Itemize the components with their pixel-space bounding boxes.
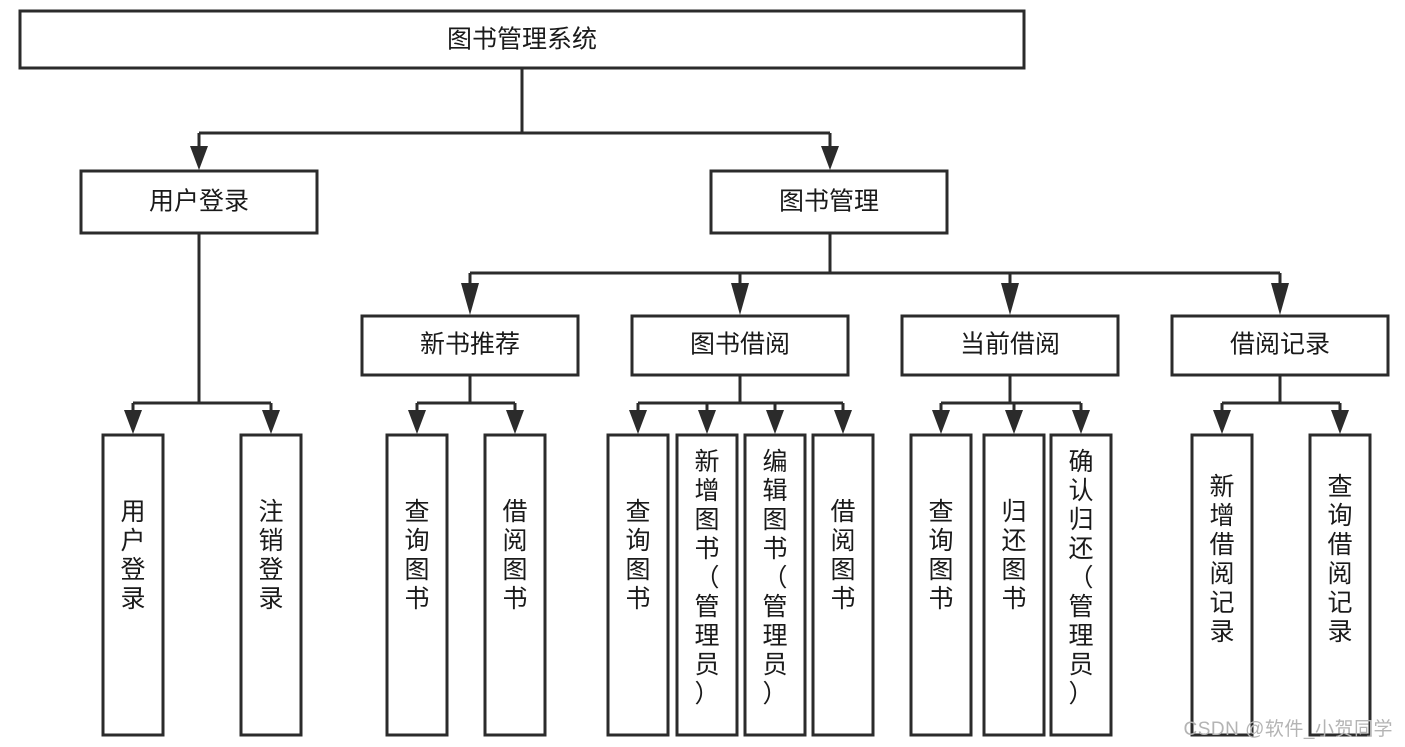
- node-layer: 图书管理系统 用户登录 图书管理 新书推荐 图书借阅 当前: [18, 9, 1390, 737]
- arrow-head-book-borrow: [731, 283, 749, 315]
- node-current-borrow-label: 当前借阅: [960, 331, 1060, 359]
- arrow-head-leaf-add-borrow-record: [1213, 410, 1231, 434]
- node-leaf-query-book-recommend[interactable]: 查询图书: [385, 433, 449, 737]
- node-leaf-query-book-recommend-box[interactable]: [385, 433, 449, 737]
- arrow-head-leaf-query-borrow-record: [1331, 410, 1349, 434]
- node-leaf-borrow-book-recommend-box[interactable]: [483, 433, 547, 737]
- node-leaf-query-book-borrow-label: 查询图书: [625, 498, 650, 613]
- arrow-head-leaf-query-book-current: [932, 410, 950, 434]
- node-leaf-add-borrow-record-box[interactable]: [1190, 433, 1254, 737]
- node-root[interactable]: 图书管理系统: [18, 9, 1026, 70]
- csdn-watermark: CSDN @软件_小贺同学: [1183, 719, 1393, 740]
- node-leaf-query-book-current-label: 查询图书: [928, 498, 953, 613]
- node-leaf-query-borrow-record-label: 查询借阅记录: [1327, 473, 1352, 646]
- arrow-head-leaf-add-book-admin: [698, 410, 716, 434]
- node-leaf-query-book-borrow[interactable]: 查询图书: [606, 433, 670, 737]
- node-leaf-query-book-current-box[interactable]: [909, 433, 973, 737]
- node-book-management-label: 图书管理: [779, 188, 879, 216]
- node-leaf-user-login[interactable]: 用户登录: [101, 433, 165, 737]
- node-leaf-query-book-borrow-box[interactable]: [606, 433, 670, 737]
- node-new-book-recommend[interactable]: 新书推荐: [360, 314, 580, 377]
- node-root-label: 图书管理系统: [447, 26, 597, 54]
- arrow-head-leaf-borrow-book-recommend: [506, 410, 524, 434]
- node-leaf-add-borrow-record-label: 新增借阅记录: [1209, 473, 1234, 646]
- node-current-borrow-box[interactable]: [900, 314, 1120, 377]
- node-leaf-query-book-recommend-label: 查询图书: [404, 498, 429, 613]
- node-borrow-record[interactable]: 借阅记录: [1170, 314, 1390, 377]
- node-leaf-edit-book-admin-box[interactable]: [743, 433, 807, 737]
- connector-layer: [124, 68, 1349, 434]
- node-leaf-confirm-return-admin-label: 确认归还（管理员）: [1068, 448, 1093, 708]
- node-leaf-add-book-admin-label: 新增图书（管理员）: [694, 448, 719, 708]
- node-leaf-logout-box[interactable]: [239, 433, 303, 737]
- node-leaf-borrow-book-label: 借阅图书: [830, 498, 855, 613]
- node-new-book-recommend-label: 新书推荐: [420, 331, 520, 359]
- arrow-head-book-management: [821, 146, 839, 170]
- node-leaf-edit-book-admin-label: 编辑图书（管理员）: [762, 448, 787, 708]
- node-leaf-return-book[interactable]: 归还图书: [982, 433, 1046, 737]
- node-leaf-logout[interactable]: 注销登录: [239, 433, 303, 737]
- node-leaf-add-borrow-record[interactable]: 新增借阅记录: [1190, 433, 1254, 737]
- node-leaf-confirm-return-admin[interactable]: 确认归还（管理员）: [1049, 433, 1113, 737]
- node-leaf-return-book-label: 归还图书: [1001, 498, 1026, 613]
- node-book-management-box[interactable]: [709, 169, 949, 235]
- arrow-head-current-borrow: [1001, 283, 1019, 315]
- node-leaf-borrow-book-box[interactable]: [811, 433, 875, 737]
- node-leaf-logout-label: 注销登录: [258, 498, 283, 613]
- node-leaf-user-login-box[interactable]: [101, 433, 165, 737]
- node-book-management[interactable]: 图书管理: [709, 169, 949, 235]
- node-user-login-box[interactable]: [79, 169, 319, 235]
- node-leaf-borrow-book[interactable]: 借阅图书: [811, 433, 875, 737]
- arrow-head-leaf-confirm-return-admin: [1072, 410, 1090, 434]
- arrow-head-leaf-borrow-book: [834, 410, 852, 434]
- node-leaf-borrow-book-recommend-label: 借阅图书: [502, 498, 527, 613]
- node-leaf-add-book-admin-box[interactable]: [675, 433, 739, 737]
- arrow-head-user-login: [190, 146, 208, 170]
- node-book-borrow-label: 图书借阅: [690, 331, 790, 359]
- node-leaf-user-login-label: 用户登录: [120, 498, 145, 613]
- arrow-head-borrow-record: [1271, 283, 1289, 315]
- node-root-box[interactable]: [18, 9, 1026, 70]
- arrow-head-leaf-return-book: [1005, 410, 1023, 434]
- arrow-head-leaf-query-book-recommend: [408, 410, 426, 434]
- node-leaf-add-book-admin[interactable]: 新增图书（管理员）: [675, 433, 739, 737]
- node-book-borrow[interactable]: 图书借阅: [630, 314, 850, 377]
- arrow-head-leaf-edit-book-admin: [766, 410, 784, 434]
- node-new-book-recommend-box[interactable]: [360, 314, 580, 377]
- node-leaf-query-book-current[interactable]: 查询图书: [909, 433, 973, 737]
- node-leaf-edit-book-admin[interactable]: 编辑图书（管理员）: [743, 433, 807, 737]
- arrow-head-leaf-user-login: [124, 410, 142, 434]
- node-borrow-record-label: 借阅记录: [1230, 331, 1330, 359]
- node-leaf-return-book-box[interactable]: [982, 433, 1046, 737]
- node-book-borrow-box[interactable]: [630, 314, 850, 377]
- node-current-borrow[interactable]: 当前借阅: [900, 314, 1120, 377]
- arrow-head-leaf-query-book-borrow: [629, 410, 647, 434]
- arrow-head-new-book-recommend: [461, 283, 479, 315]
- arrow-head-leaf-logout: [262, 410, 280, 434]
- node-borrow-record-box[interactable]: [1170, 314, 1390, 377]
- node-leaf-borrow-book-recommend[interactable]: 借阅图书: [483, 433, 547, 737]
- node-leaf-query-borrow-record-box[interactable]: [1308, 433, 1372, 737]
- node-user-login-label: 用户登录: [149, 188, 249, 216]
- node-user-login[interactable]: 用户登录: [79, 169, 319, 235]
- node-leaf-query-borrow-record[interactable]: 查询借阅记录: [1308, 433, 1372, 737]
- node-leaf-confirm-return-admin-box[interactable]: [1049, 433, 1113, 737]
